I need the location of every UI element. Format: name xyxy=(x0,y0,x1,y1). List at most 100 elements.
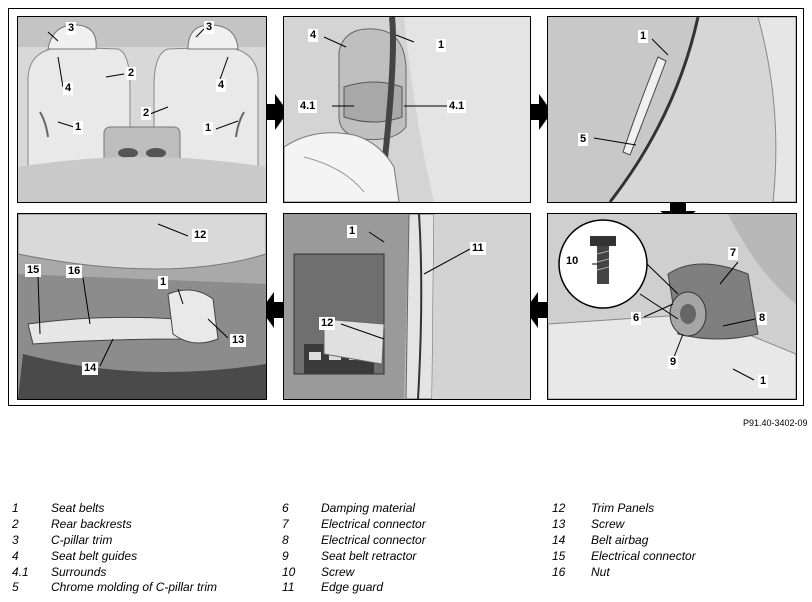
legend-number: 16 xyxy=(552,564,566,579)
panel-surround-removal: 4 1 4.1 4.1 xyxy=(283,16,531,203)
legend-item: 12 Trim Panels xyxy=(552,501,802,517)
legend-item: 13 Screw xyxy=(552,517,802,533)
legend-item: 5 Chrome molding of C-pillar trim xyxy=(12,580,262,596)
legend-description: Trim Panels xyxy=(591,501,655,515)
legend-item: 7 Electrical connector xyxy=(282,517,532,533)
legend-description: Electrical connector xyxy=(321,532,426,547)
legend-number: 15 xyxy=(552,548,566,563)
arrow-left-icon xyxy=(261,292,283,328)
callout-label: 12 xyxy=(319,317,336,330)
legend-item: 10 Screw xyxy=(282,565,532,581)
callout-label: 1 xyxy=(436,39,447,52)
arrow-right-icon xyxy=(266,94,288,130)
legend-item: 14 Belt airbag xyxy=(552,533,802,549)
legend-description: Edge guard xyxy=(321,580,384,595)
legend-description: Belt airbag xyxy=(591,532,649,547)
figure-code: P91.40-3402-09 xyxy=(743,418,808,428)
legend-item: 2 Rear backrests xyxy=(12,517,262,533)
legend-description: Seat belts xyxy=(51,501,105,515)
arrow-right-icon xyxy=(530,94,552,130)
callout-label: 4 xyxy=(63,82,74,95)
callout-label: 4 xyxy=(308,29,319,42)
callout-label: 2 xyxy=(126,67,137,80)
callout-label: 1 xyxy=(73,121,84,134)
callout-label: 5 xyxy=(578,133,589,146)
legend-item: 4 Seat belt guides xyxy=(12,549,262,565)
legend-number: 9 xyxy=(282,548,289,563)
legend-item: 4.1 Surrounds xyxy=(12,565,262,581)
legend-description: Electrical connector xyxy=(591,548,696,563)
legend-number: 4.1 xyxy=(12,564,29,579)
legend-number: 6 xyxy=(282,501,289,515)
rear-seats-illustration xyxy=(18,17,266,202)
legend-description: Seat belt guides xyxy=(51,548,138,563)
callout-label: 11 xyxy=(470,242,486,255)
legend-column: 12 Trim Panels 13 Screw 14 Belt airbag 15 El… xyxy=(552,501,802,580)
callout-label: 2 xyxy=(141,107,152,120)
legend-number: 12 xyxy=(552,501,566,515)
belt-airbag-illustration xyxy=(18,214,266,399)
callout-label: 1 xyxy=(203,122,214,135)
legend-item: 11 Edge guard xyxy=(282,580,532,596)
legend-number: 3 xyxy=(12,532,19,547)
legend-column: 1 Seat belts 2 Rear backrests 3 C-pillar tr… xyxy=(12,501,262,596)
arrow-left-icon xyxy=(525,292,547,328)
legend-item: 6 Damping material xyxy=(282,501,532,517)
retractor-illustration xyxy=(548,214,796,399)
callout-label: 12 xyxy=(192,229,209,242)
panel-chrome-molding: 1 5 xyxy=(547,16,797,203)
callout-label: 4.1 xyxy=(298,100,318,113)
callout-label: 13 xyxy=(230,334,247,347)
callout-label: 4.1 xyxy=(447,100,467,113)
legend-description: Nut xyxy=(591,564,610,579)
callout-label: 3 xyxy=(204,21,215,34)
callout-label: 14 xyxy=(82,362,99,375)
legend-description: Chrome molding of C-pillar trim xyxy=(51,580,218,595)
callout-label: 8 xyxy=(757,312,768,325)
legend-number: 5 xyxy=(12,580,19,595)
legend-item: 8 Electrical connector xyxy=(282,533,532,549)
callout-label: 4 xyxy=(216,79,227,92)
callout-label: 1 xyxy=(158,276,169,289)
callout-label: 7 xyxy=(728,247,739,260)
callout-label: 15 xyxy=(25,264,42,277)
surround-removal-illustration xyxy=(284,17,530,202)
legend-description: Surrounds xyxy=(51,564,107,579)
callout-label: 1 xyxy=(638,30,649,43)
legend-description: C-pillar trim xyxy=(51,532,113,547)
legend-item: 16 Nut xyxy=(552,565,802,581)
legend-number: 10 xyxy=(282,564,296,579)
legend-item: 15 Electrical connector xyxy=(552,549,802,565)
legend-description: Seat belt retractor xyxy=(321,548,417,563)
panel-seat-belt-retractor: 7 10 6 8 9 1 xyxy=(547,213,797,400)
legend-number: 11 xyxy=(282,580,295,595)
callout-label: 16 xyxy=(66,265,83,278)
panel-belt-airbag: 12 15 16 1 13 14 xyxy=(17,213,267,400)
panel-rear-seats: 3 3 4 4 2 2 1 1 xyxy=(17,16,267,203)
legend-number: 4 xyxy=(12,548,19,563)
legend-item: 1 Seat belts xyxy=(12,501,262,517)
callout-label: 1 xyxy=(347,225,358,238)
callout-label: 6 xyxy=(631,312,642,325)
legend-description: Damping material xyxy=(321,501,416,515)
legend-number: 1 xyxy=(12,501,19,515)
legend-number: 13 xyxy=(552,516,566,531)
legend-number: 14 xyxy=(552,532,566,547)
callout-label: 1 xyxy=(758,375,769,388)
legend-number: 7 xyxy=(282,516,289,531)
legend-number: 2 xyxy=(12,516,19,531)
panel-edge-guard: 1 11 12 xyxy=(283,213,531,400)
edge-guard-illustration xyxy=(284,214,530,399)
callout-label: 9 xyxy=(668,356,679,369)
callout-label: 10 xyxy=(564,255,581,268)
legend-number: 8 xyxy=(282,532,289,547)
legend-item: 3 C-pillar trim xyxy=(12,533,262,549)
legend-item: 9 Seat belt retractor xyxy=(282,549,532,565)
chrome-molding-illustration xyxy=(548,17,796,202)
legend-description: Screw xyxy=(321,564,355,579)
legend-description: Screw xyxy=(591,516,625,531)
legend-description: Rear backrests xyxy=(51,516,132,531)
legend-description: Electrical connector xyxy=(321,516,426,531)
callout-label: 3 xyxy=(66,22,77,35)
